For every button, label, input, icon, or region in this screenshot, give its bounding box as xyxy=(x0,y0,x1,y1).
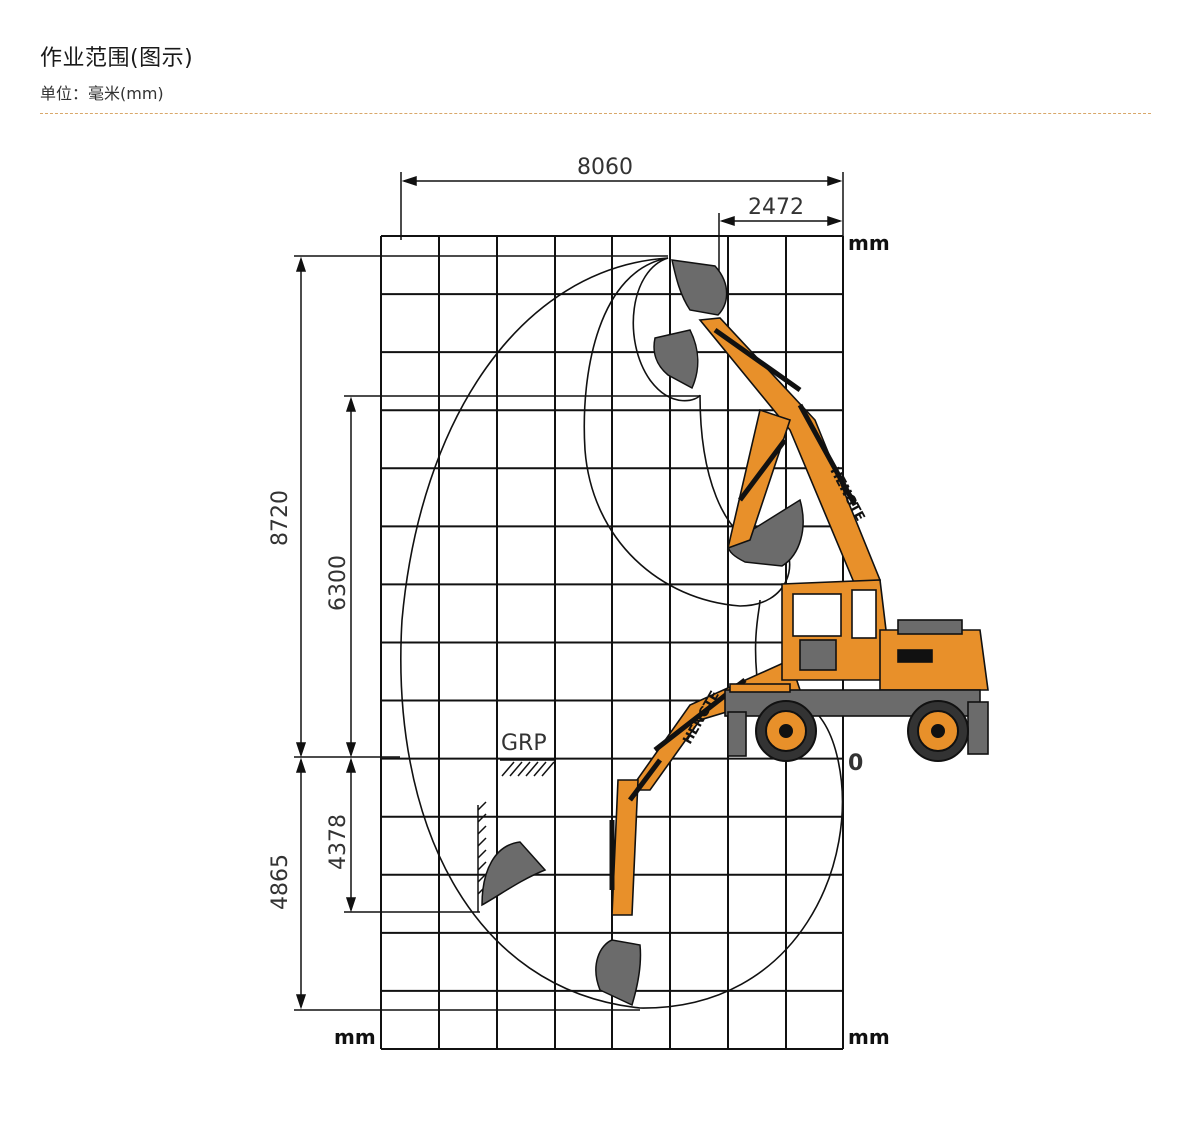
bucket-upper-left xyxy=(653,329,699,390)
grp-label: GRP xyxy=(501,731,547,756)
bucket-bottom xyxy=(595,939,642,1007)
bucket-mid xyxy=(727,498,804,567)
max-digging-depth-value: 4865 xyxy=(268,854,293,910)
unit-label-bottom-right: mm xyxy=(848,1025,890,1049)
zero-mark: 0 xyxy=(848,751,863,776)
header-divider xyxy=(40,113,1151,114)
left-dimensions xyxy=(294,255,700,1011)
bucket-wall xyxy=(481,841,547,907)
grid xyxy=(380,235,844,1050)
max-dump-height-value: 6300 xyxy=(326,555,351,611)
unit-label-top-right: mm xyxy=(848,231,890,255)
page-title: 作业范围(图示) xyxy=(40,46,194,71)
bucket-top xyxy=(671,259,728,316)
max-reach-value: 8060 xyxy=(577,155,633,180)
unit-note: 单位：毫米(mm) xyxy=(40,84,164,103)
reach-envelope xyxy=(400,257,844,1009)
grp-hatch xyxy=(500,759,555,777)
vertical-wall-depth-value: 4378 xyxy=(326,814,351,870)
max-cutting-height-value: 8720 xyxy=(268,490,293,546)
vertical-wall xyxy=(477,801,487,912)
page-header: 作业范围(图示) 单位：毫米(mm) xyxy=(40,40,193,104)
min-radius-value: 2472 xyxy=(748,195,804,220)
front-wheel xyxy=(755,700,817,762)
top-dimensions xyxy=(400,172,844,290)
rear-wheel xyxy=(907,700,969,762)
unit-label-bottom-left: mm xyxy=(334,1025,376,1049)
